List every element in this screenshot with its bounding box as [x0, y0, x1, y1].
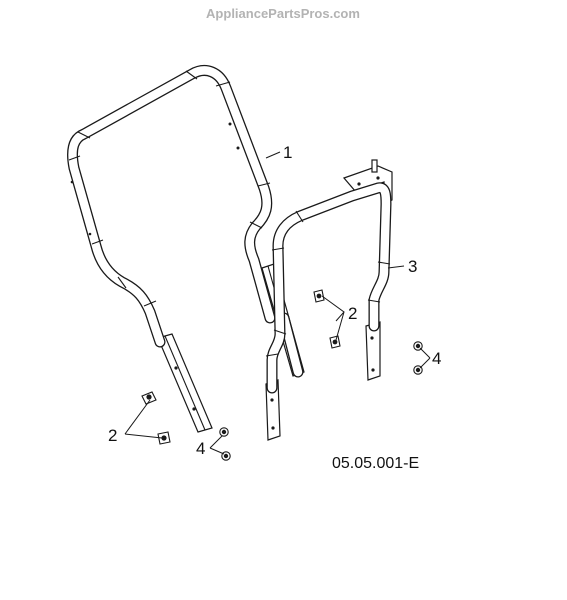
callout-part-3: 3 [408, 257, 417, 276]
bolt-right-upper [313, 289, 325, 303]
part-1-tube [66, 65, 276, 348]
drawing-code: 05.05.001-E [332, 455, 419, 472]
bolt-right-lower [329, 335, 341, 349]
nut-left-lower [221, 451, 231, 461]
leader-part-2-right [321, 295, 345, 341]
leader-part-4-left [209, 435, 225, 455]
bolt-left-upper [141, 391, 157, 405]
callout-part-2-right: 2 [348, 304, 357, 323]
watermark-text: AppliancePartsPros.com [206, 6, 360, 21]
leader-part-2-left [124, 399, 163, 439]
part-3-left-plate [265, 379, 281, 441]
callout-part-4-left: 4 [196, 439, 205, 458]
leader-part-4-right [419, 347, 431, 369]
nut-left-upper [219, 427, 229, 437]
bolt-left-lower [157, 431, 171, 445]
part-1-mounting-plate [157, 333, 213, 433]
part-3-lower-frame [265, 159, 393, 441]
callout-part-4-right: 4 [432, 349, 441, 368]
callout-part-2-left: 2 [108, 426, 117, 445]
callout-part-1: 1 [283, 143, 292, 162]
leader-part-3 [387, 265, 405, 269]
leader-part-1 [265, 151, 281, 159]
